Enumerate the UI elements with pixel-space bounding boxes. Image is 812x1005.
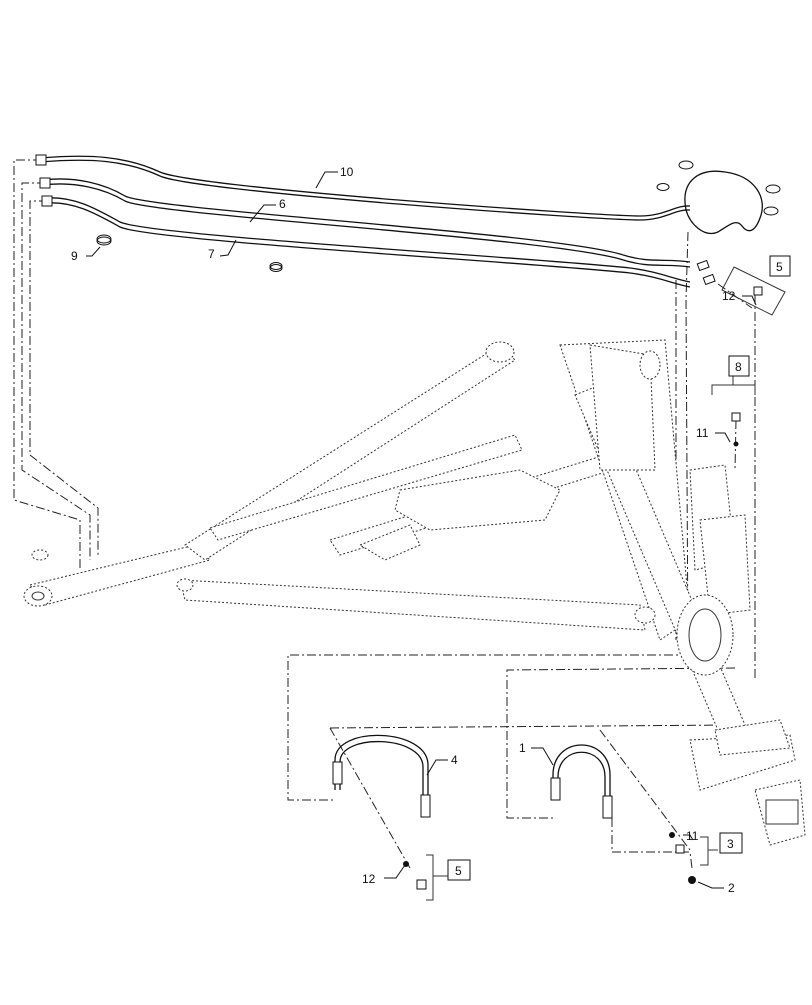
callout-box-3 [719, 832, 743, 854]
callout-7: 7 [208, 247, 215, 261]
callout-5-bottom: 5 [455, 864, 462, 878]
elbow-fitting-icon [731, 412, 741, 422]
hose-end-fitting-icon [420, 794, 431, 818]
callout-5-top: 5 [776, 260, 783, 274]
o-ring-icon [269, 262, 283, 270]
callout-11-bottom: 11 [686, 829, 699, 843]
o-ring-icon [96, 234, 112, 244]
hose-10-loop [684, 170, 763, 235]
o-rings [96, 160, 781, 272]
callout-8: 8 [735, 360, 742, 374]
hose-1 [550, 744, 613, 819]
hose-end-fitting-icon [332, 761, 343, 785]
fittings-upper-right [696, 259, 763, 447]
hose-10 [35, 154, 691, 221]
hose-fitting-icon [35, 154, 47, 166]
callout-box-5-bottom [447, 859, 471, 881]
elbow-fitting-icon [753, 286, 763, 296]
callout-box-5-top [769, 255, 791, 277]
hose-4 [332, 734, 431, 818]
routing-lines [13, 159, 756, 869]
hose-6 [39, 177, 691, 268]
bracket-items-5-bottom [426, 854, 448, 901]
callout-9: 9 [71, 249, 78, 263]
hitch-frame [23, 339, 806, 846]
callout-12-bottom: 12 [362, 872, 376, 886]
callout-6: 6 [279, 197, 286, 211]
bracket-items-5-top [721, 266, 786, 316]
callout-4: 4 [451, 753, 458, 767]
bracket-items-3 [700, 836, 718, 866]
o-ring-icon [763, 206, 779, 216]
o-ring-icon [765, 184, 781, 194]
hose-fitting-icon [39, 177, 51, 189]
callout-box-8 [728, 355, 750, 377]
callout-2: 2 [728, 881, 735, 895]
hose-7 [41, 195, 691, 288]
callout-11-top: 11 [696, 426, 709, 440]
o-ring-icon [656, 183, 670, 191]
elbow-fitting-icon [416, 879, 427, 890]
callouts: 10 6 7 9 5 12 8 11 4 1 12 5 11 3 2 [71, 165, 791, 895]
fittings-lower [403, 832, 696, 890]
callout-10: 10 [340, 165, 354, 179]
o-ring-icon [678, 160, 694, 170]
hose-fitting-icon [41, 195, 53, 207]
callout-12-top: 12 [722, 289, 736, 303]
hose-end-fitting-icon [602, 795, 613, 819]
bracket-items-8 [711, 375, 756, 395]
hose-end-fitting-icon [550, 777, 561, 801]
leader-lines [86, 171, 757, 889]
callout-1: 1 [519, 741, 526, 755]
callout-3: 3 [727, 837, 734, 851]
